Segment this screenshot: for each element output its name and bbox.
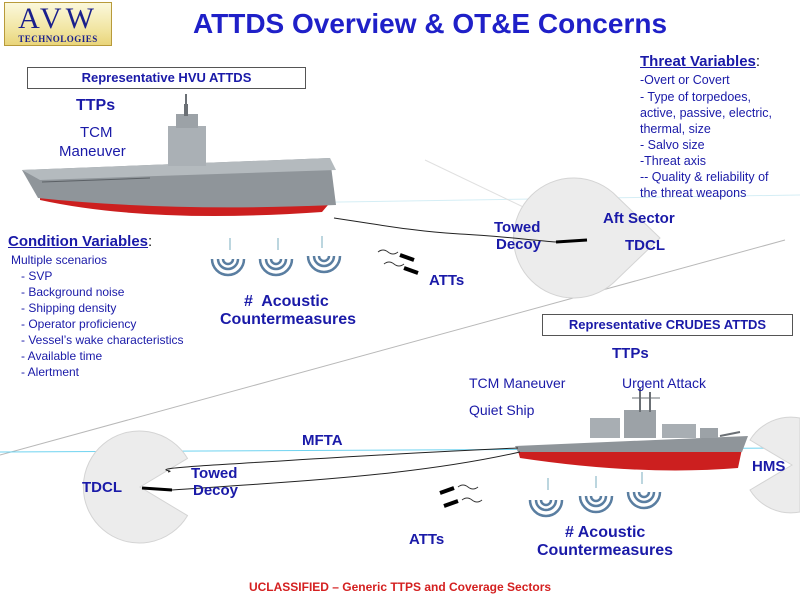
hvu-ship — [22, 94, 336, 216]
logo-avw-text: AVW — [18, 2, 98, 35]
logo-technologies-text: TECHNOLOGIES — [18, 34, 98, 44]
lower-acoustic-countermeasures — [528, 491, 662, 518]
hms-label: HMS — [752, 458, 786, 475]
upper-countermeasures-label: Countermeasures — [220, 311, 357, 328]
upper-acoustic-countermeasures — [210, 255, 342, 277]
lower-atts-label: ATTs — [409, 531, 445, 548]
threat-item: -- Quality & reliability of — [640, 170, 769, 184]
lower-countermeasures-label: Countermeasures — [537, 542, 674, 559]
threat-item: active, passive, electric, — [640, 106, 772, 120]
upper-atts — [377, 249, 419, 275]
diagonal-divider-line — [0, 239, 786, 456]
crudes-ship — [515, 388, 748, 471]
crudes-hull-gray — [515, 436, 748, 452]
upper-acm-1 — [210, 258, 246, 277]
threat-variables-heading: Threat Variables: — [640, 53, 760, 70]
hvu-ttps-heading: TTPs — [76, 97, 116, 114]
lower-tdcl-label: TDCL — [82, 479, 122, 496]
upper-acm-2 — [258, 258, 294, 277]
lower-acoustic-label: # Acoustic — [565, 524, 646, 541]
upper-sector-guide-line — [424, 159, 541, 216]
hvu-island — [168, 126, 206, 166]
hvu-flight-deck — [22, 158, 336, 180]
lower-towed-decoy-bar — [141, 486, 173, 492]
crudes-ttps-heading: TTPs — [612, 345, 649, 362]
threat-item: thermal, size — [640, 122, 711, 136]
condition-heading-colon: : — [148, 233, 153, 250]
mfta-label: MFTA — [302, 432, 343, 449]
hvu-attds-box: Representative HVU ATTDS — [27, 67, 306, 89]
lower-decoy-label: Decoy — [193, 482, 239, 499]
condition-variables-heading: Condition Variables: — [8, 233, 152, 250]
classification-footer: UCLASSIFIED – Generic TTPS and Coverage … — [248, 580, 552, 594]
crudes-quiet-ship-label: Quiet Ship — [469, 402, 535, 418]
aft-sector-label: Aft Sector — [603, 210, 675, 227]
crudes-attds-box: Representative CRUDES ATTDS — [542, 314, 793, 336]
threat-item: the threat weapons — [640, 186, 747, 200]
condition-item: - Vessel’s wake characteristics — [21, 333, 184, 347]
lower-sonar-markers — [547, 472, 643, 490]
upper-acm-3 — [306, 255, 342, 274]
lower-acm-2 — [578, 495, 614, 514]
threat-heading-text: Threat Variables — [640, 53, 756, 70]
lower-tdcl-coverage — [82, 430, 189, 544]
crudes-tcm-label: TCM Maneuver — [469, 375, 566, 391]
hvu-tcm-label: TCM — [80, 124, 113, 141]
threat-item: -Threat axis — [640, 154, 706, 168]
upper-towed-label: Towed — [494, 219, 541, 236]
hvu-maneuver-label: Maneuver — [59, 143, 126, 160]
lower-tow-cable — [171, 451, 521, 491]
avw-logo: AVW TECHNOLOGIES — [4, 2, 112, 46]
upper-atts-label: ATTs — [429, 272, 465, 289]
condition-item: - Operator proficiency — [21, 317, 137, 331]
crudes-urgent-attack-label: Urgent Attack — [622, 375, 707, 391]
condition-item: - Background noise — [21, 285, 125, 299]
threat-item: - Salvo size — [640, 138, 705, 152]
upper-towed-decoy-bar — [555, 238, 588, 244]
condition-item: - Alertment — [21, 365, 80, 379]
threat-item: - Type of torpedoes, — [640, 90, 751, 104]
condition-item: - Available time — [21, 349, 103, 363]
lower-acm-1 — [528, 499, 564, 518]
threat-item: -Overt or Covert — [640, 73, 730, 87]
condition-heading-text: Condition Variables — [8, 233, 149, 250]
condition-item: - Shipping density — [21, 301, 117, 315]
hvu-tow-cable — [333, 217, 557, 243]
page-title: ATTDS Overview & OT&E Concerns — [192, 8, 668, 39]
upper-tdcl-label: TDCL — [625, 237, 665, 254]
hms-coverage — [749, 416, 800, 514]
crudes-hull-red — [518, 449, 742, 471]
threat-heading-colon: : — [755, 53, 761, 70]
mfta-cable — [165, 447, 519, 473]
lower-atts — [439, 484, 483, 508]
upper-sonar-markers — [229, 236, 323, 250]
lower-towed-label: Towed — [191, 465, 238, 482]
upper-acoustic-label: # Acoustic — [244, 293, 329, 310]
lower-acm-3 — [626, 491, 662, 510]
condition-item: - SVP — [21, 269, 53, 283]
upper-decoy-label: Decoy — [496, 236, 542, 253]
condition-item: Multiple scenarios — [11, 253, 108, 267]
